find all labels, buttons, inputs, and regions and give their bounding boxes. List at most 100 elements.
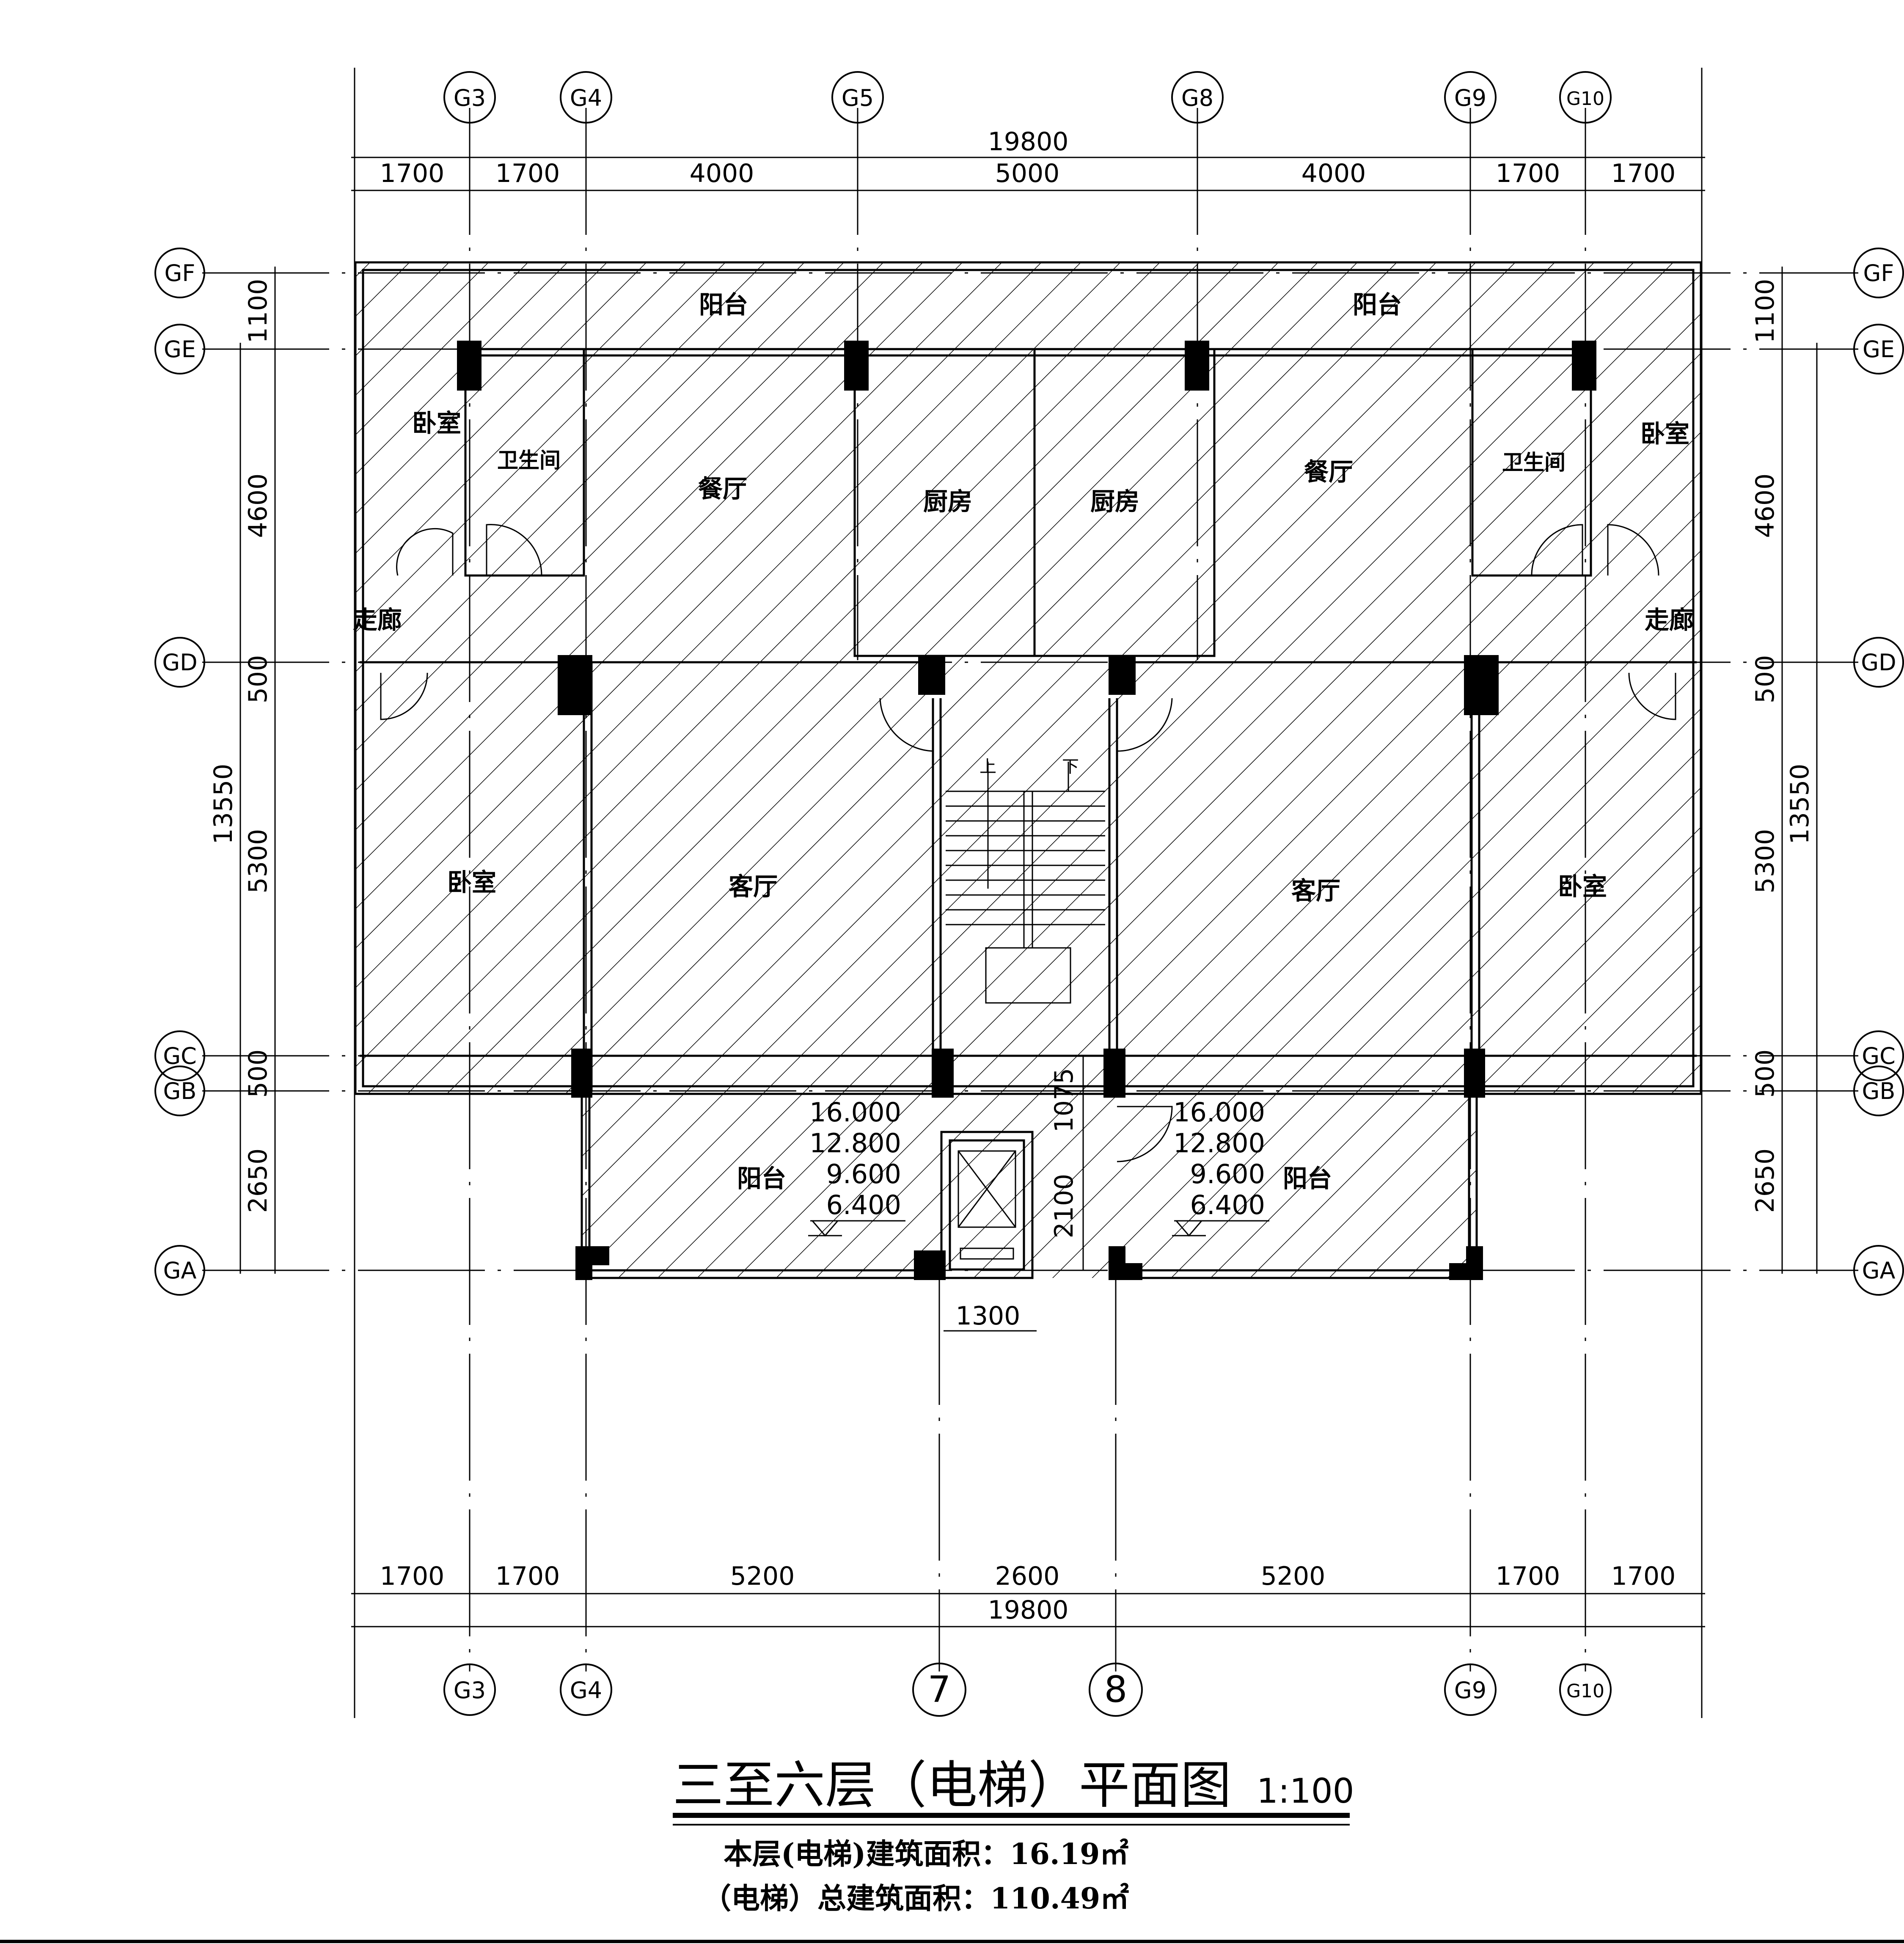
elevations-right: 16.000 12.800 9.600 6.400 xyxy=(1172,1097,1269,1237)
dim-top-total: 19800 xyxy=(988,127,1069,157)
svg-text:GC: GC xyxy=(163,1043,197,1069)
dim-top-seg: 5000 xyxy=(995,159,1060,188)
dim-bottom-seg: 1700 xyxy=(380,1561,445,1591)
axis-bubble-gb-left: GB xyxy=(154,1066,205,1116)
svg-text:G4: G4 xyxy=(570,1677,602,1704)
room-balcony-top-right: 阳台 xyxy=(1353,290,1402,319)
room-bedroom-top-left: 卧室 xyxy=(412,409,461,438)
axis-bubble-gd-right: GD xyxy=(1853,637,1904,688)
dim-bottom-seg: 2600 xyxy=(995,1561,1060,1591)
room-bathroom-right: 卫生间 xyxy=(1502,450,1566,475)
dim-left-seg: 2650 xyxy=(243,1148,273,1213)
room-bedroom-bottom-left: 卧室 xyxy=(447,868,496,897)
axis-bubble-g8-top: G8 xyxy=(1171,71,1224,124)
elevation-label: 9.600 xyxy=(1190,1159,1266,1190)
grid-lines xyxy=(202,68,1858,1718)
svg-text:8: 8 xyxy=(1104,1669,1128,1711)
room-living-right: 客厅 xyxy=(1291,876,1340,905)
hatched-floor xyxy=(355,262,1701,1278)
axis-bubble-g4-top: G4 xyxy=(560,71,612,124)
svg-text:GD: GD xyxy=(1861,649,1896,676)
axis-bubble-g3-bottom: G3 xyxy=(443,1663,496,1716)
stair-up-label: 上 xyxy=(980,757,996,776)
axis-bubble-gd-left: GD xyxy=(154,637,205,688)
axis-bubble-gb-right: GB xyxy=(1853,1066,1904,1116)
svg-text:GF: GF xyxy=(165,260,195,286)
elevation-label: 9.600 xyxy=(826,1159,902,1190)
dim-elevator-width: 1300 xyxy=(956,1301,1021,1331)
svg-text:GB: GB xyxy=(163,1078,197,1104)
svg-text:GF: GF xyxy=(1863,260,1894,286)
axis-bubble-gc-right: GC xyxy=(1853,1030,1904,1081)
elevator-dimensions: 1300 2100 1075 xyxy=(956,1068,1079,1331)
dim-bottom-seg: 1700 xyxy=(1496,1561,1560,1591)
room-living-left: 客厅 xyxy=(729,872,778,901)
stair-down-label: 下 xyxy=(1062,757,1079,776)
room-bedroom-top-right: 卧室 xyxy=(1640,419,1689,448)
dim-left-seg: 500 xyxy=(243,655,273,704)
room-balcony-bottom-right: 阳台 xyxy=(1283,1164,1332,1193)
dim-lobby-depth: 1075 xyxy=(1049,1068,1079,1133)
svg-text:G4: G4 xyxy=(570,85,602,111)
svg-text:GA: GA xyxy=(1862,1257,1896,1284)
room-dining-right: 餐厅 xyxy=(1304,457,1353,486)
axis-bubble-g10-top: G10 xyxy=(1559,71,1612,124)
dim-right-seg: 5300 xyxy=(1750,829,1780,894)
dim-bottom-seg: 1700 xyxy=(495,1561,560,1591)
axis-right: GF GE GD GC GB GA xyxy=(1853,248,1904,1296)
room-bedroom-bottom-right: 卧室 xyxy=(1558,872,1607,901)
svg-text:G10: G10 xyxy=(1566,88,1604,110)
drawing-title: 三至六层（电梯）平面图 xyxy=(673,1756,1231,1815)
total-area-text: （电梯）总建筑面积：110.49㎡ xyxy=(702,1882,1129,1916)
elevation-label: 6.400 xyxy=(826,1190,902,1220)
room-kitchen-left: 厨房 xyxy=(923,487,972,516)
axis-bubble-ge-left: GE xyxy=(154,324,205,374)
bottom-dimensions: 1700 1700 5200 2600 5200 1700 1700 19800 xyxy=(380,1561,1676,1625)
svg-text:GD: GD xyxy=(162,649,197,676)
svg-text:GE: GE xyxy=(1863,336,1895,363)
axis-left: GF GE GD GC GB GA xyxy=(154,248,205,1296)
dim-top-seg: 4000 xyxy=(690,159,754,188)
elevation-label: 16.000 xyxy=(809,1097,901,1128)
svg-text:G10: G10 xyxy=(1566,1680,1604,1702)
axis-bubble-g9-top: G9 xyxy=(1444,71,1497,124)
left-dimensions: 1100 4600 500 5300 500 2650 13550 xyxy=(209,279,273,1213)
svg-text:G3: G3 xyxy=(454,1677,486,1704)
dim-top-seg: 1700 xyxy=(495,159,560,188)
axis-bubble-g10-bottom: G10 xyxy=(1559,1663,1612,1716)
top-dimensions: 19800 1700 1700 4000 5000 4000 1700 1700 xyxy=(380,127,1676,188)
room-corridor-right: 走廊 xyxy=(1645,606,1694,634)
floor-area-text: 本层(电梯)建筑面积：16.19㎡ xyxy=(724,1837,1128,1871)
axis-bubble-g4-bottom: G4 xyxy=(560,1663,612,1716)
dim-right-seg: 4600 xyxy=(1750,474,1780,538)
dim-left-seg: 5300 xyxy=(243,829,273,894)
elevations-left: 16.000 12.800 9.600 6.400 xyxy=(808,1097,905,1237)
dim-elevator-depth: 2100 xyxy=(1049,1174,1079,1239)
room-corridor-left: 走廊 xyxy=(353,606,402,634)
stair-labels: 上 下 xyxy=(980,757,1079,776)
axis-bubble-ga-left: GA xyxy=(154,1245,205,1296)
dim-left-total: 13550 xyxy=(209,764,238,845)
dim-left-seg: 4600 xyxy=(243,474,273,538)
title-block: 三至六层（电梯）平面图 1:100 本层(电梯)建筑面积：16.19㎡ （电梯）… xyxy=(0,1756,1904,1943)
room-bathroom-left: 卫生间 xyxy=(497,448,561,473)
svg-text:G9: G9 xyxy=(1454,1677,1486,1704)
room-balcony-top-left: 阳台 xyxy=(699,290,748,319)
dim-right-seg: 1100 xyxy=(1750,279,1780,344)
elevation-label: 6.400 xyxy=(1190,1190,1266,1220)
right-dimensions: 1100 4600 500 5300 500 2650 13550 xyxy=(1750,279,1815,1213)
drawing-scale: 1:100 xyxy=(1257,1771,1354,1811)
stair-treads xyxy=(946,762,1105,1004)
axis-bubble-7-bottom: 7 xyxy=(912,1663,966,1717)
dim-right-seg: 2650 xyxy=(1750,1148,1780,1213)
room-labels: 阳台 阳台 卧室 卧室 卫生间 卫生间 餐厅 餐厅 厨房 厨房 走廊 走廊 卧室… xyxy=(353,290,1694,1193)
elevation-label: 16.000 xyxy=(1173,1097,1265,1128)
svg-text:GC: GC xyxy=(1862,1043,1896,1069)
dim-top-seg: 1700 xyxy=(380,159,445,188)
room-dining-left: 餐厅 xyxy=(698,474,747,503)
dimension-lines xyxy=(239,157,1818,1627)
elevation-label: 12.800 xyxy=(809,1128,901,1159)
svg-text:GA: GA xyxy=(163,1257,197,1284)
dim-bottom-seg: 1700 xyxy=(1611,1561,1676,1591)
